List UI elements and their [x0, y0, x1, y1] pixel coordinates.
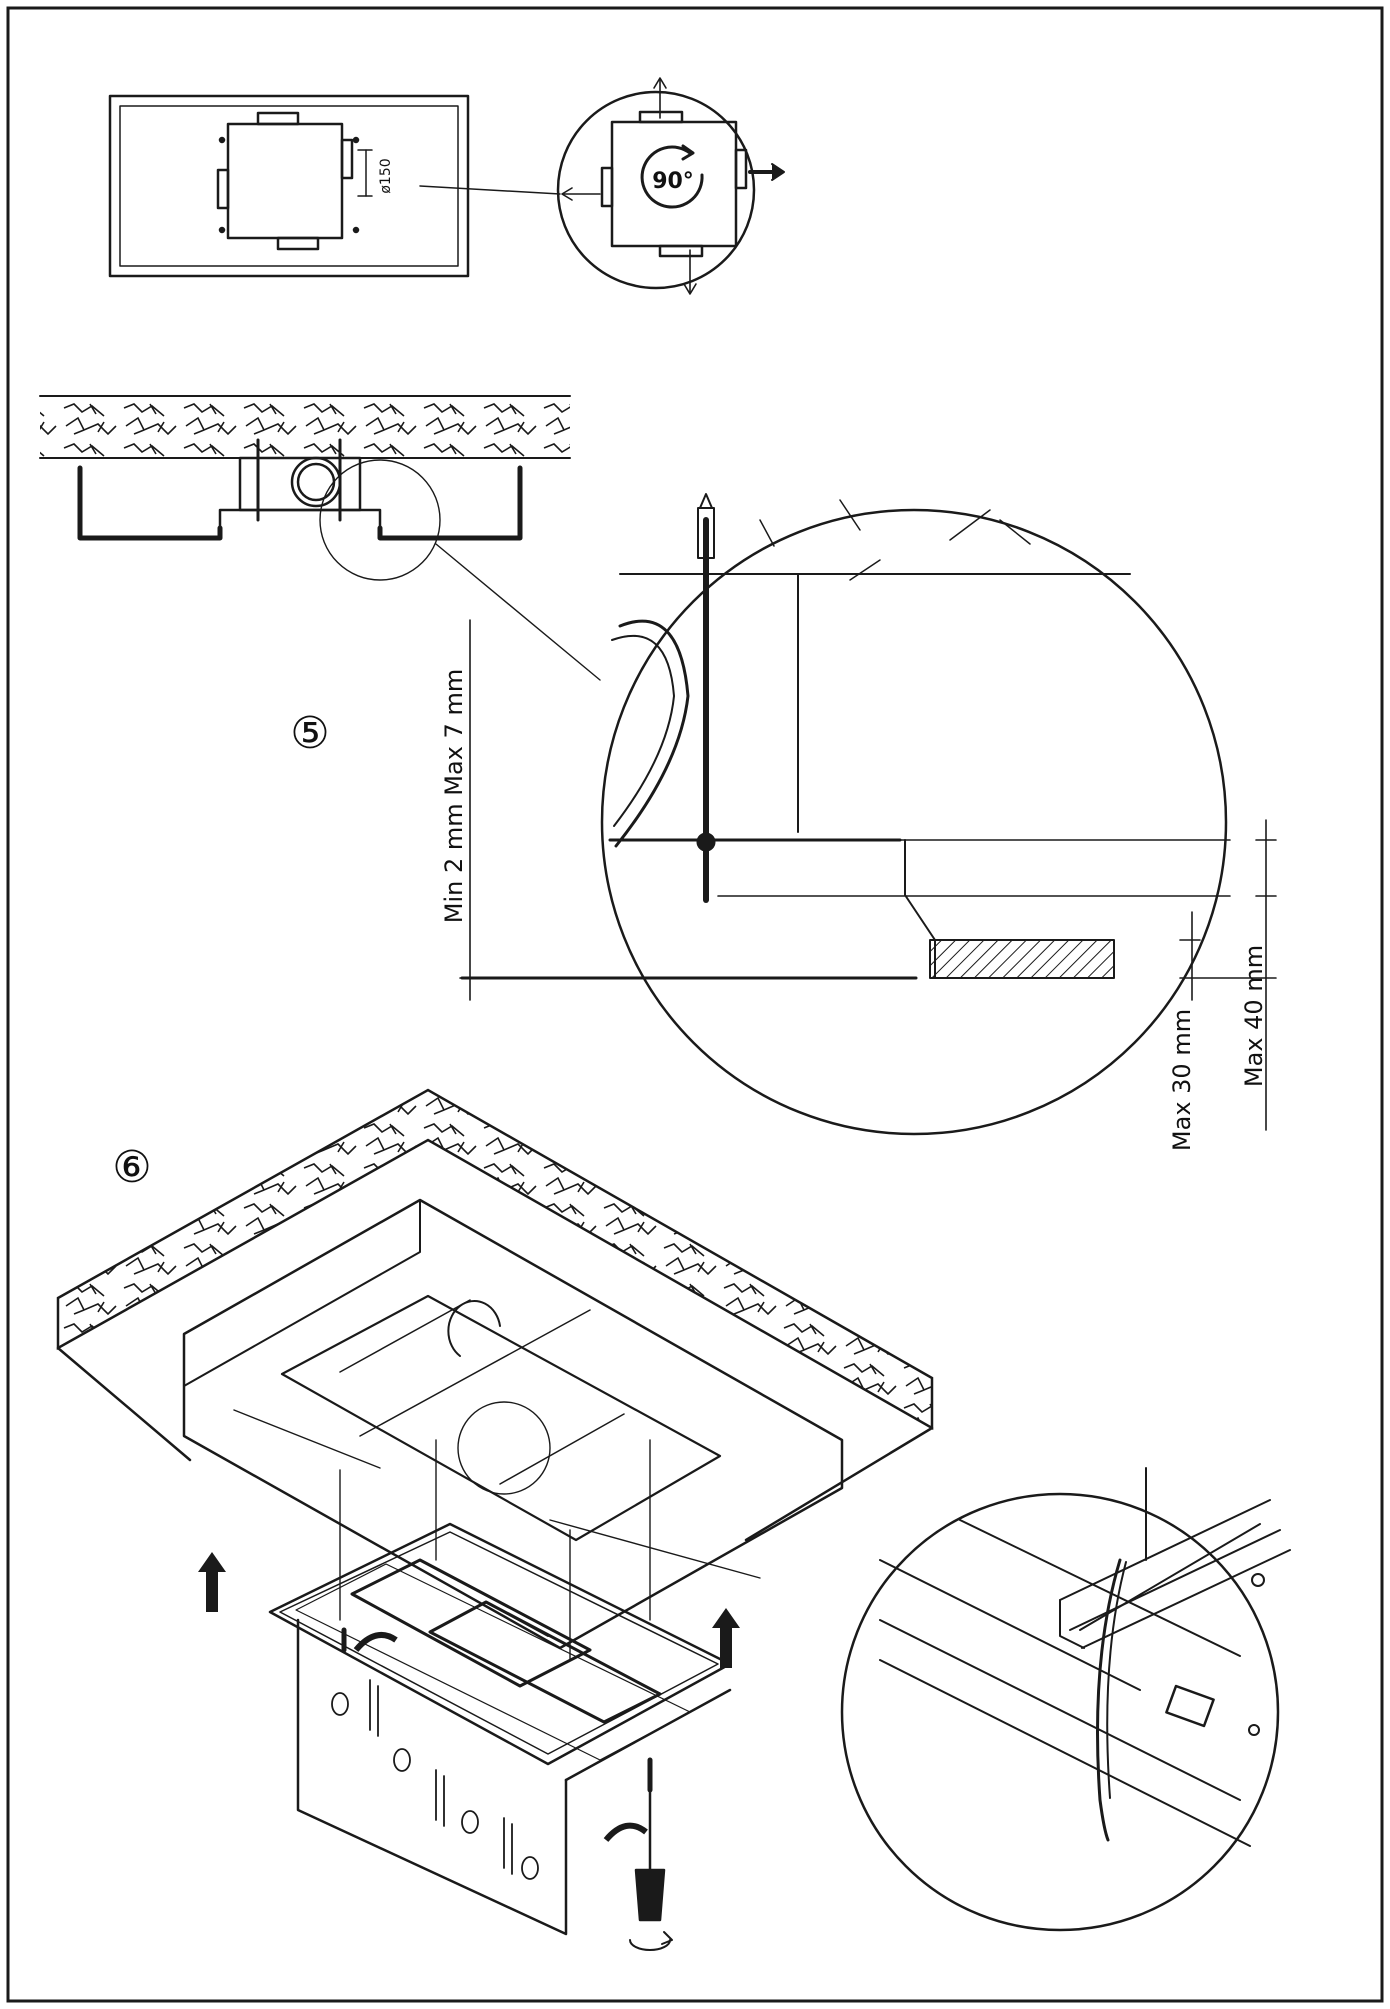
dim-max-40-label: Max 40 mm	[1240, 945, 1268, 1087]
rotation-detail	[556, 77, 785, 295]
ceiling-section	[39, 395, 601, 681]
duct-diameter-label: ø150	[378, 158, 394, 193]
arrow-up-icon	[712, 1608, 740, 1668]
top-plan-view	[108, 94, 561, 278]
screwdriver-icon	[629, 1788, 673, 1951]
rotation-label: 90°	[652, 169, 694, 194]
arrow-up-icon	[198, 1552, 226, 1612]
cable-bracket-detail	[840, 1467, 1291, 1932]
ceiling-isometric	[56, 1088, 934, 1650]
dim-max-30-label: Max 30 mm	[1168, 1009, 1196, 1151]
hood-body	[268, 1439, 732, 1936]
page-border	[6, 6, 1384, 2003]
dim-min-max-label: Min 2 mm Max 7 mm	[440, 669, 468, 923]
rotate-arrow-icon	[603, 1822, 648, 1842]
rotate-arrow-icon	[353, 1631, 398, 1652]
bracket-detail	[459, 493, 1277, 1136]
step-5-marker: ⑤	[290, 708, 329, 759]
step-6-marker: ⑥	[112, 1142, 151, 1193]
